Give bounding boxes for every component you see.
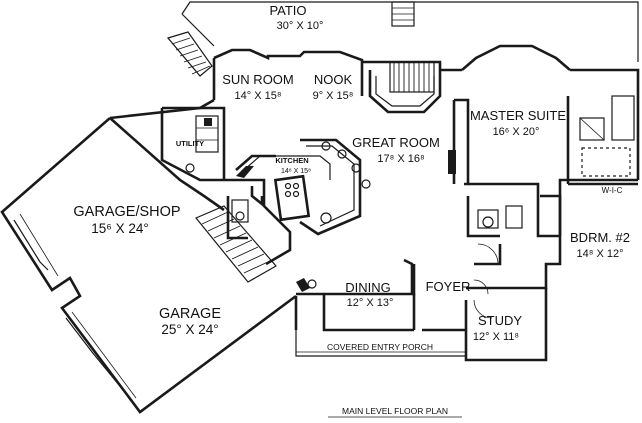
bedroom-2-label: BDRM. #2 (570, 230, 630, 245)
foyer-label: FOYER (426, 279, 471, 294)
kitchen-dims: 14⁸ X 15⁸ (281, 168, 311, 175)
garage-doors (13, 213, 137, 399)
patio-deck (181, 1, 639, 62)
garage-dims: 25° X 24° (161, 322, 218, 337)
study-label: STUDY (478, 313, 522, 328)
great-room-label: GREAT ROOM (352, 135, 440, 150)
bedroom-2-dims: 14⁸ X 12° (577, 248, 624, 260)
great-room-dims: 17⁸ X 16⁸ (377, 153, 424, 165)
master-suite-dims: 16⁶ X 20° (493, 126, 540, 138)
garage-shop-dims: 15⁶ X 24° (91, 221, 149, 236)
utility-label: UTILITY (176, 139, 204, 148)
master-suite-label: MASTER SUITE (470, 108, 566, 123)
covered-entry-porch-label: COVERED ENTRY PORCH (327, 342, 433, 352)
sun-room-dims: 14° X 15⁸ (235, 90, 282, 102)
garage-label: GARAGE (159, 306, 221, 322)
sun-room-label: SUN ROOM (222, 72, 294, 87)
kitchen-label: KITCHEN (275, 156, 308, 165)
walk-in-closet-label: W-I-C (602, 186, 623, 195)
nook-label: NOOK (314, 72, 353, 87)
study-dims: 12° X 11⁸ (473, 331, 519, 343)
garage-stair (166, 31, 213, 77)
nook-stair (368, 61, 442, 114)
patio-label: PATIO (269, 3, 306, 18)
dining-label: DINING (345, 280, 391, 295)
patio-dims: 30° X 10° (277, 20, 324, 32)
nook-dims: 9° X 15⁸ (313, 90, 354, 102)
dining-dims: 12° X 13° (347, 297, 394, 309)
interior-walls (109, 95, 638, 357)
garage-shop-label: GARAGE/SHOP (73, 204, 180, 220)
plan-caption: MAIN LEVEL FLOOR PLAN (342, 406, 448, 416)
room-labels: PATIO 30° X 10° SUN ROOM 14° X 15⁸ NOOK … (73, 3, 630, 352)
